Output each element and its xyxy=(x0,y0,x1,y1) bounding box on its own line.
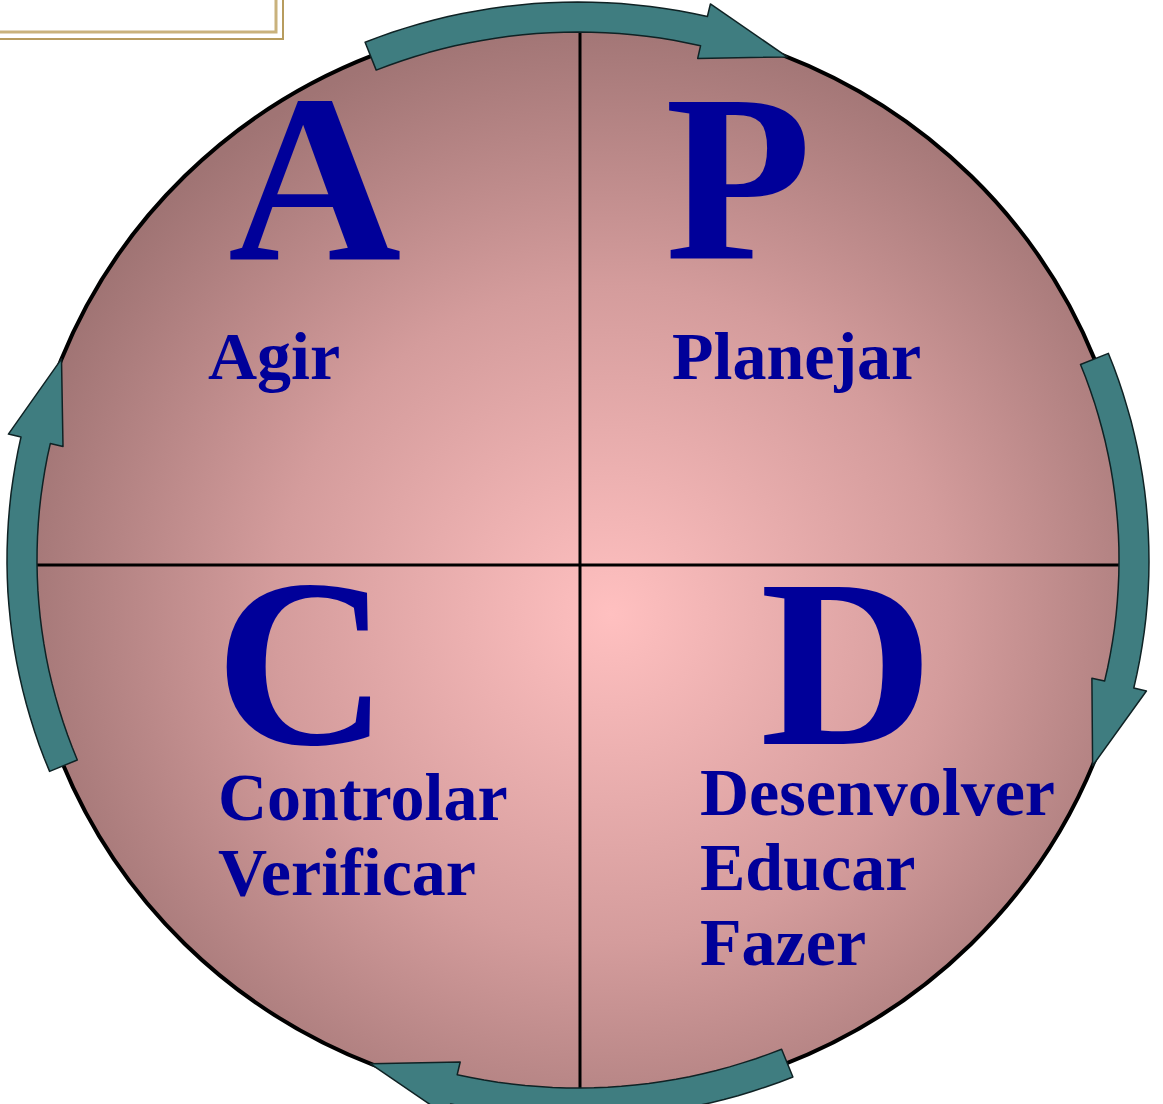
phase-label: Agir xyxy=(208,319,538,394)
quadrant-divider xyxy=(579,17,582,1103)
phase-letter: C xyxy=(215,543,388,783)
quadrant-check: CControlar Verificar xyxy=(22,565,580,1103)
phase-label: Planejar xyxy=(672,319,1002,394)
quadrant-plan: P Planejar xyxy=(580,17,1134,565)
cycle-arrow xyxy=(371,1049,793,1104)
phase-letter: P xyxy=(665,58,812,298)
phase-label: Controlar Verificar xyxy=(218,760,558,910)
phase-letter: D xyxy=(760,543,933,783)
frame-corner xyxy=(0,0,283,39)
cycle-arrow xyxy=(7,359,77,772)
phase-label: Desenvolver Educar Fazer xyxy=(700,755,1070,979)
quadrant-do: DDesenvolver Educar Fazer xyxy=(580,565,1134,1103)
quadrant-divider xyxy=(22,564,1134,567)
phase-letter: A xyxy=(228,58,401,298)
cycle-arrow xyxy=(1081,353,1150,765)
quadrant-act: A Agir xyxy=(22,17,580,565)
cycle-disc xyxy=(22,17,1134,1103)
